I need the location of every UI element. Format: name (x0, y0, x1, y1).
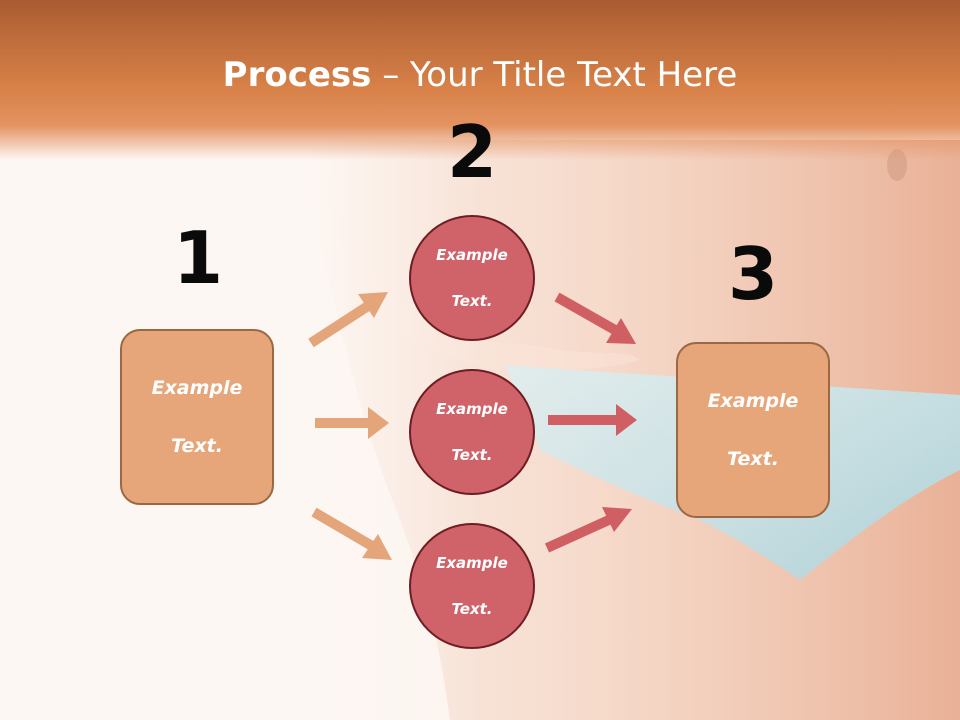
title-rest: Your Title Text Here (410, 55, 738, 95)
step-1-text-line-2: Text. (171, 434, 223, 457)
header-band (0, 0, 960, 160)
step-3-text-line-2: Text. (727, 447, 779, 470)
step-2-circle-bottom: Example Text. (409, 523, 535, 649)
step-1-box: Example Text. (120, 329, 274, 505)
step-2-circle-middle: Example Text. (409, 369, 535, 495)
step-2-circle-top: Example Text. (409, 215, 535, 341)
circle-top-line-1: Example (436, 245, 508, 264)
step-number-3: 3 (727, 232, 779, 316)
circle-top-line-2: Text. (451, 291, 493, 310)
arrow-from-circle-middle (548, 404, 637, 436)
title-bold: Process (222, 55, 372, 95)
arrow-from-circle-bottom (544, 507, 632, 553)
slide-title: Process – Your Title Text Here (0, 52, 960, 98)
circle-bottom-line-2: Text. (451, 599, 493, 618)
arrow-to-circle-middle (315, 407, 389, 439)
arrow-to-circle-bottom (311, 507, 392, 560)
step-number-1: 1 (172, 216, 224, 300)
step-number-2: 2 (446, 110, 498, 194)
circle-middle-line-1: Example (436, 399, 508, 418)
arrow-to-circle-top (308, 292, 388, 348)
circle-bottom-line-1: Example (436, 553, 508, 572)
step-3-box: Example Text. (676, 342, 830, 518)
circle-middle-line-2: Text. (451, 445, 493, 464)
step-3-text-line-1: Example (707, 389, 799, 412)
arrow-from-circle-top (554, 292, 636, 344)
title-separator: – (382, 55, 400, 95)
step-1-text-line-1: Example (151, 376, 243, 399)
